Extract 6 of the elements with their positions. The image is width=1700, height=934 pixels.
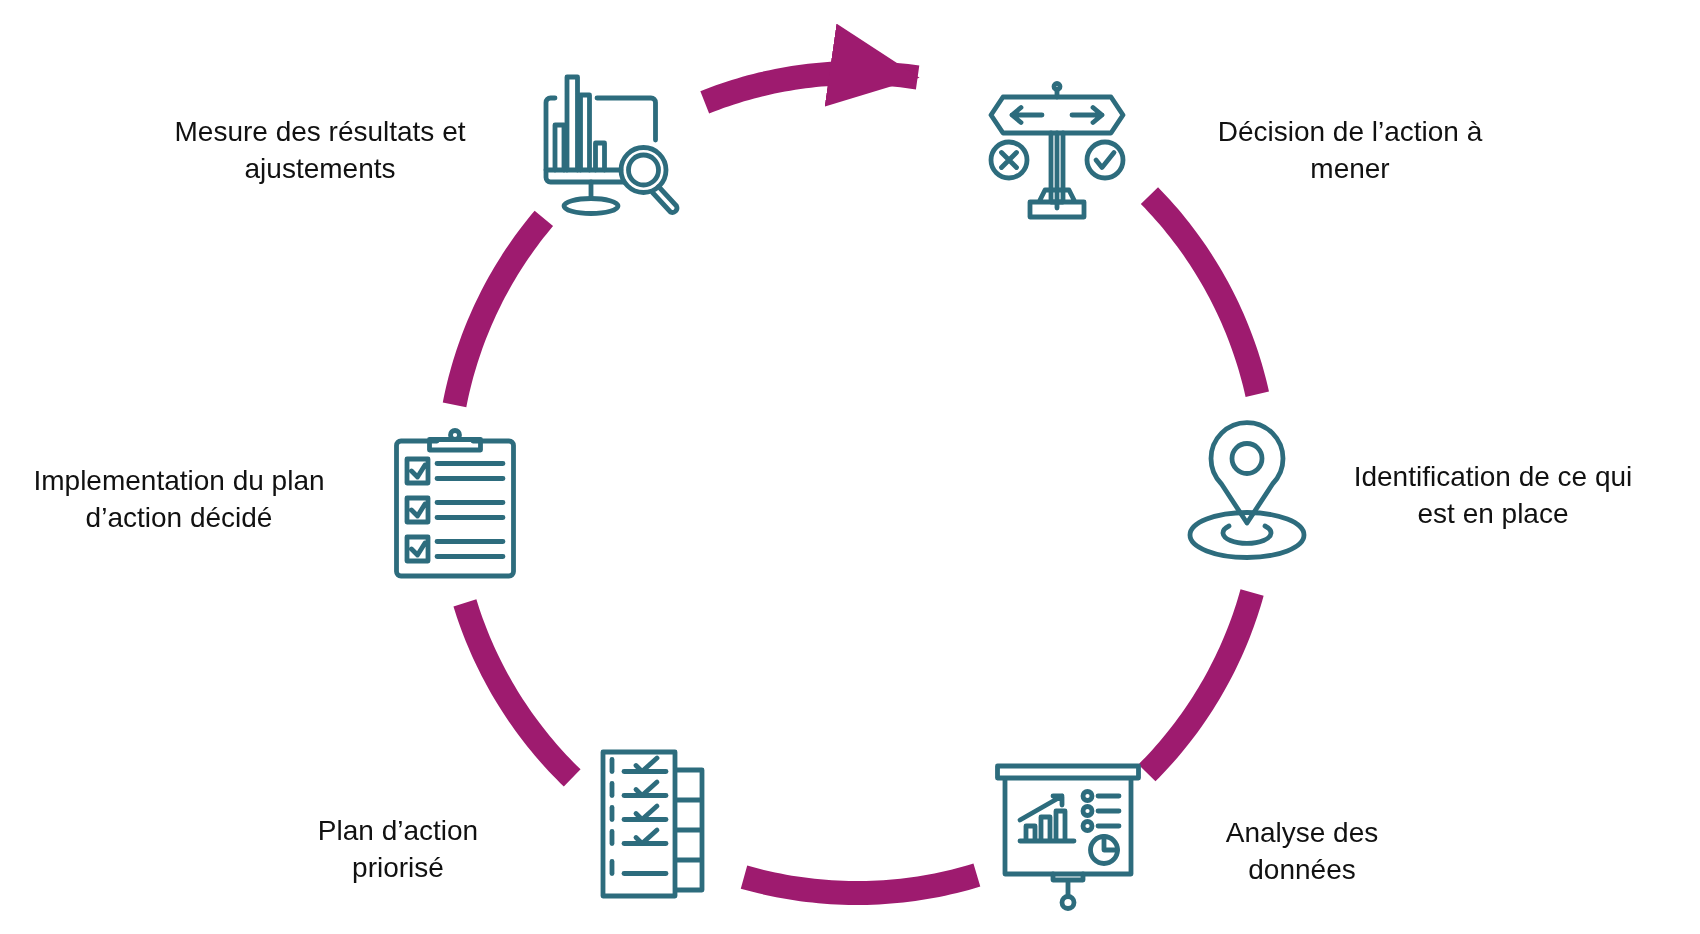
step-label: Mesure des résultats et ajustements	[173, 115, 467, 186]
step-label: Plan d’action priorisé	[316, 814, 480, 885]
step-label: Décision de l’action à mener	[1216, 115, 1484, 186]
step-label: Implementation du plan d’action décidé	[32, 464, 326, 535]
step-label: Identification de ce qui est en place	[1352, 460, 1634, 531]
step-label: Analyse des données	[1224, 816, 1380, 887]
